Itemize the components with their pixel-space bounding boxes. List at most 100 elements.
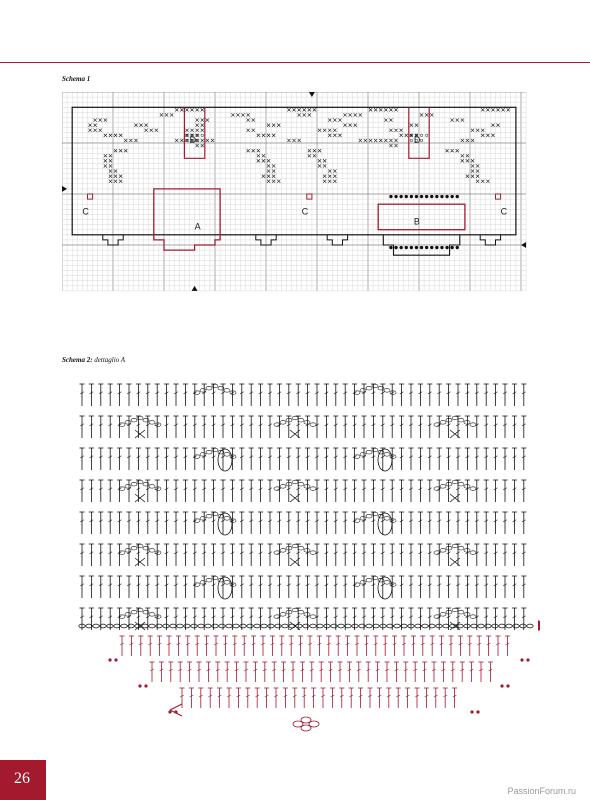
stitch-cross-bar (244, 668, 248, 672)
stitch-cross-bar (80, 455, 84, 459)
cross-stitch (205, 118, 210, 122)
stitch-cross-bar (258, 487, 263, 491)
stitch-cross-bar (343, 391, 348, 395)
chain-loop (371, 511, 379, 517)
stitch-cross-bar (286, 487, 291, 491)
foundation-chain (435, 623, 443, 629)
chain-loop (118, 550, 126, 555)
stitch-cross-bar (352, 455, 357, 459)
stitch-cross-bar (164, 615, 169, 619)
stitch-cross-bar (521, 615, 526, 619)
stitch-cross-bar (164, 487, 169, 491)
chain-loop (383, 452, 391, 457)
chain-loop (205, 514, 213, 519)
cross-stitch (154, 128, 159, 133)
foundation-chain (99, 623, 107, 629)
stitch-cross-bar (315, 391, 319, 395)
stitch-cross-bar (221, 551, 225, 555)
sc-cross (289, 557, 301, 567)
trim-dot (476, 710, 480, 714)
stitch-cross-bar (347, 668, 352, 672)
chain-loop (148, 484, 156, 489)
stitch-cross-bar (319, 668, 324, 672)
cross-stitch (389, 138, 393, 143)
label-c: C (82, 206, 89, 216)
open-circle (420, 133, 424, 137)
stitch-cross-bar (465, 455, 470, 459)
cross-stitch (429, 113, 434, 117)
stitch-cross-bar (446, 487, 451, 491)
stitch-cross-bar (300, 668, 305, 672)
cross-stitch (307, 153, 312, 158)
chain-loop (223, 452, 231, 457)
stitch-cross-bar (202, 615, 207, 619)
cross-stitch (486, 108, 490, 112)
stitch-cross-bar (390, 583, 395, 587)
stitch-cross-bar (145, 551, 150, 555)
cross-stitch (297, 108, 301, 112)
cross-stitch (246, 113, 250, 117)
chain-loop (365, 514, 373, 519)
cross-stitch (307, 113, 312, 117)
chain-loop (142, 418, 150, 423)
cross-stitch (266, 169, 271, 173)
cross-stitch (149, 128, 154, 133)
chain-loop (469, 486, 477, 491)
filled-dot (424, 245, 429, 250)
stitch-cross-bar (449, 642, 453, 646)
stitch-cross-bar (427, 583, 432, 587)
stitch-cross-bar (202, 455, 207, 459)
stitch-cross-bar (521, 551, 526, 555)
stitch-cross-bar (333, 551, 338, 555)
stitch-cross-bar (437, 615, 442, 619)
stitch-cross-bar (148, 642, 153, 646)
cross-stitch (287, 138, 291, 143)
stitch-cross-bar (418, 455, 423, 459)
stitch-cross-bar (155, 519, 160, 523)
stitch-cross-bar (155, 423, 160, 427)
stitch-cross-bar (458, 642, 463, 646)
filled-dot (394, 245, 398, 250)
stitch-cross-bar (333, 519, 338, 523)
stitch-cross-bar (239, 615, 244, 619)
stitch-cross-bar (324, 519, 329, 523)
cross-stitch (266, 159, 271, 163)
chain-loop (469, 550, 477, 555)
stitch-cross-bar (433, 694, 438, 698)
stitch-cross-bar (211, 583, 216, 587)
chain-loop (217, 386, 225, 391)
stitch-cross-bar (409, 391, 413, 395)
stitch-cross-bar (512, 487, 517, 491)
foundation-chain (260, 623, 268, 629)
stitch-cross-bar (292, 694, 297, 698)
cross-stitch (486, 179, 490, 184)
cross-stitch (174, 108, 179, 112)
foundation-chain (92, 623, 100, 629)
stitch-cross-bar (343, 615, 348, 619)
cross-stitch (256, 148, 261, 153)
stitch-cross-bar (352, 423, 357, 427)
stitch-cross-bar (380, 455, 385, 459)
stitch-cross-bar (296, 391, 301, 395)
stitch-cross-bar (409, 583, 413, 587)
chain-loop (205, 578, 213, 583)
open-circle (190, 138, 194, 143)
stitch-cross-bar (474, 583, 479, 587)
stitch-cross-bar (202, 519, 207, 523)
foundation-chain (428, 623, 436, 629)
cross-stitch (118, 179, 123, 184)
stitch-cross-bar (315, 455, 319, 459)
stitch-cross-bar (311, 694, 316, 698)
trim-dot (108, 658, 112, 662)
foundation-chain (176, 623, 184, 629)
stitch-cross-bar (211, 455, 216, 459)
stitch-cross-bar (469, 668, 474, 672)
stitch-cross-bar (371, 615, 376, 619)
foundation-chain (421, 623, 429, 629)
stitch-cross-bar (183, 487, 188, 491)
stitch-cross-bar (136, 455, 141, 459)
cross-stitch (200, 143, 205, 148)
stitch-cross-bar (409, 551, 413, 555)
stitch-cross-bar (145, 615, 150, 619)
